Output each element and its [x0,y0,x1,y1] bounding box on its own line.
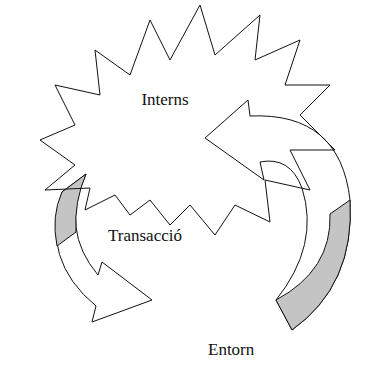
left-ribbon-shade [55,174,86,246]
node-text: Interns [141,90,188,110]
right-ribbon-arrow [205,100,350,330]
right-ribbon-shade [276,200,350,330]
starburst-shape [40,5,335,235]
starburst-outline [30,0,342,245]
diagram-label: Entorn [208,340,254,360]
starburst-node: Interns [30,0,342,245]
diagram-label: Transacció [108,226,182,246]
left-ribbon-arrow [56,174,152,322]
